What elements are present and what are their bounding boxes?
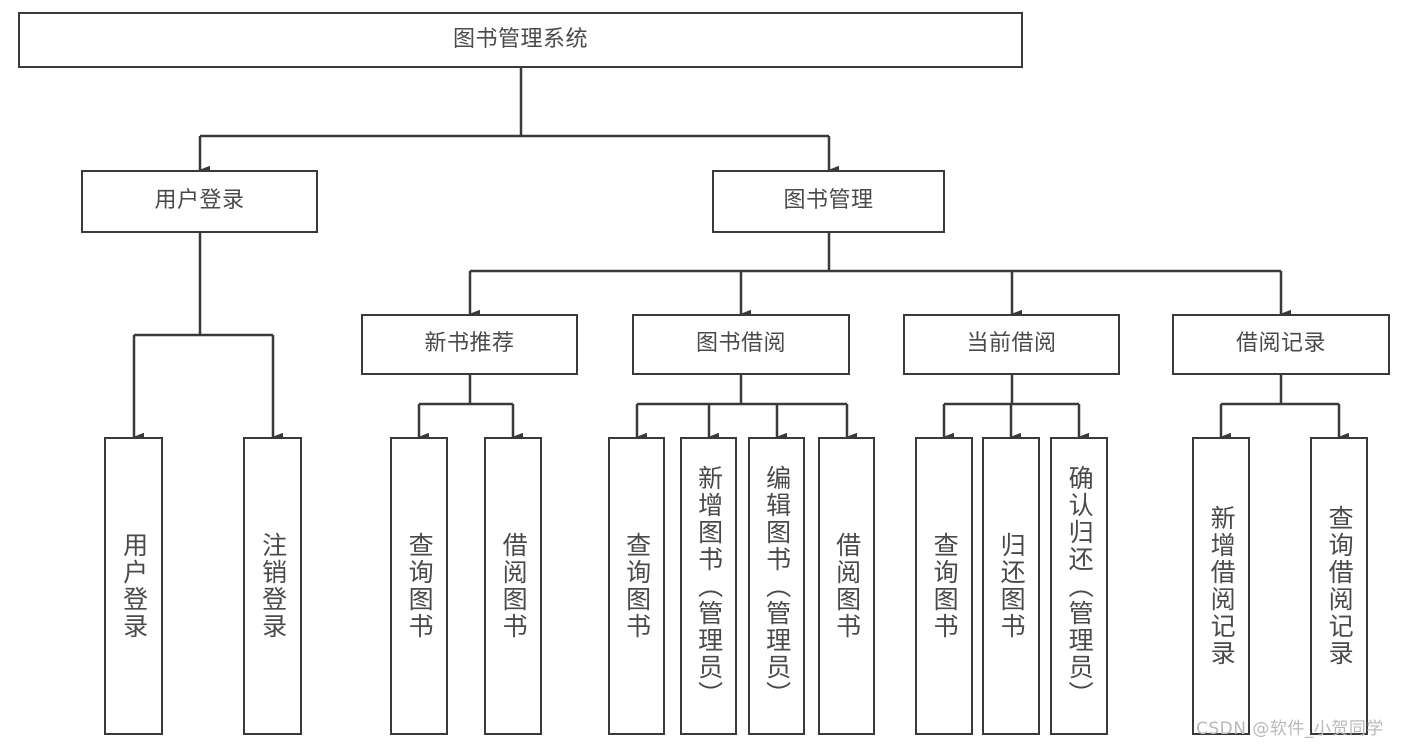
node-label: 新增图书（管理员） xyxy=(694,464,724,708)
node-label: 借阅记录 xyxy=(1235,331,1326,357)
node-label: 借阅图书 xyxy=(832,532,862,640)
node-label: 查询借阅记录 xyxy=(1325,505,1355,667)
node-label: 借阅图书 xyxy=(499,532,529,640)
node-records-1[interactable]: 新增借阅记录 xyxy=(1192,437,1250,735)
node-bookmgmt[interactable]: 图书管理 xyxy=(712,170,945,233)
node-label: 用户登录 xyxy=(154,188,245,214)
node-root[interactable]: 图书管理系统 xyxy=(18,12,1023,68)
node-label: 用户登录 xyxy=(119,532,149,640)
node-login[interactable]: 用户登录 xyxy=(81,170,318,233)
node-records[interactable]: 借阅记录 xyxy=(1172,314,1390,375)
node-newbook-2[interactable]: 借阅图书 xyxy=(484,437,542,735)
node-records-2[interactable]: 查询借阅记录 xyxy=(1310,437,1368,735)
node-borrow[interactable]: 图书借阅 xyxy=(632,314,850,375)
node-newbook[interactable]: 新书推荐 xyxy=(361,314,578,375)
node-label: 注销登录 xyxy=(258,532,288,640)
node-label: 图书借阅 xyxy=(695,331,786,357)
node-current-1[interactable]: 查询图书 xyxy=(915,437,973,735)
node-label: 新增借阅记录 xyxy=(1207,505,1237,667)
node-borrow-2[interactable]: 新增图书（管理员） xyxy=(680,437,737,735)
node-newbook-1[interactable]: 查询图书 xyxy=(390,437,448,735)
node-current-3[interactable]: 确认归还（管理员） xyxy=(1050,437,1108,735)
node-current[interactable]: 当前借阅 xyxy=(903,314,1120,375)
node-label: 归还图书 xyxy=(997,532,1027,640)
node-label: 查询图书 xyxy=(930,532,960,640)
node-borrow-1[interactable]: 查询图书 xyxy=(608,437,665,735)
node-label: 图书管理系统 xyxy=(452,26,588,52)
node-login-1[interactable]: 用户登录 xyxy=(104,437,163,735)
node-current-2[interactable]: 归还图书 xyxy=(982,437,1040,735)
node-label: 编辑图书（管理员） xyxy=(762,464,792,708)
node-borrow-4[interactable]: 借阅图书 xyxy=(818,437,875,735)
node-label: 新书推荐 xyxy=(424,331,515,357)
csdn-watermark: CSDN @软件_小贺同学 xyxy=(1196,719,1384,739)
node-login-2[interactable]: 注销登录 xyxy=(243,437,302,735)
node-label: 查询图书 xyxy=(622,532,652,640)
node-borrow-3[interactable]: 编辑图书（管理员） xyxy=(748,437,805,735)
node-label: 查询图书 xyxy=(405,532,435,640)
node-label: 当前借阅 xyxy=(966,331,1057,357)
node-label: 确认归还（管理员） xyxy=(1065,464,1095,708)
node-label: 图书管理 xyxy=(783,188,874,214)
